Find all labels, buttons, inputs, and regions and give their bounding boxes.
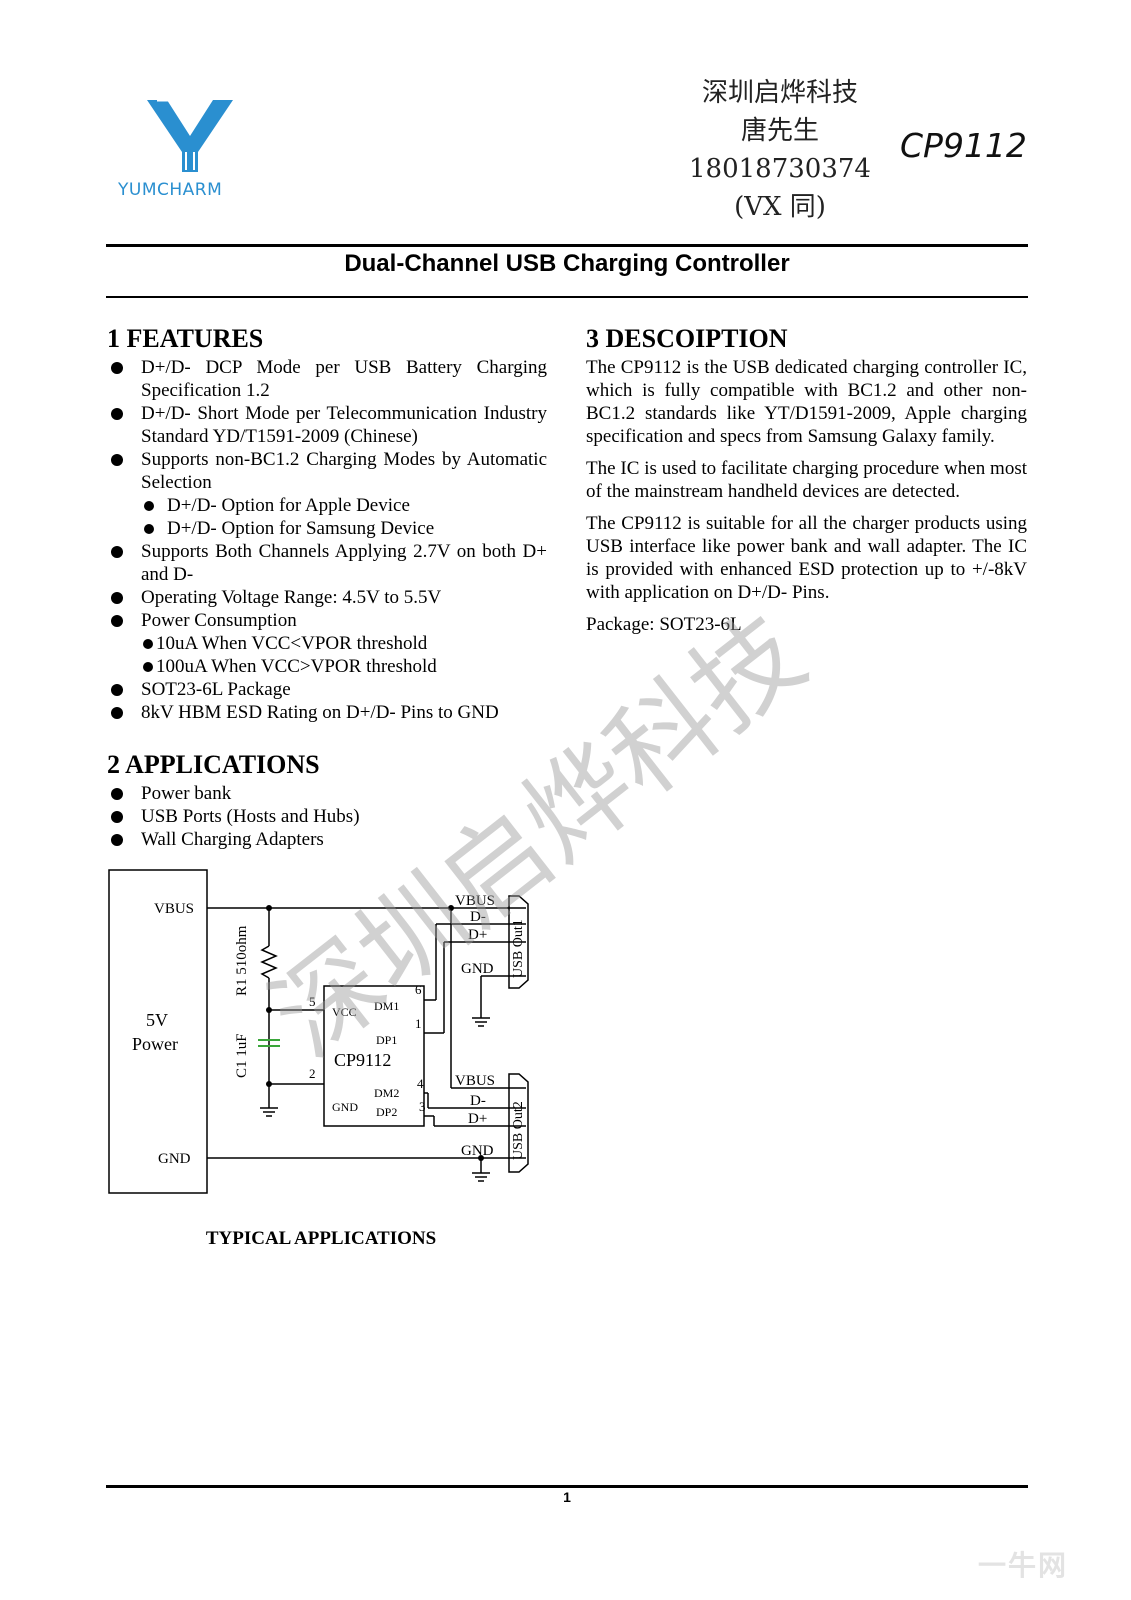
usb1-dplus-label: D+ [468,927,487,943]
logo-text: YUMCHARM [118,180,223,200]
typical-application-circuit: VBUS 5V Power GND R1 510ohm C1 1uF VCC D… [108,869,529,1194]
usb1-dminus-label: D- [470,909,486,925]
list-item: 10uA When VCC<VPOR threshold [107,632,547,655]
pin-6-number: 6 [415,982,422,997]
contact-phone: 18018730374 [689,154,871,184]
bullet-icon [111,788,123,800]
list-item: Power Consumption [107,609,547,632]
contact-person: 唐先生 [740,116,819,146]
capacitor-label: C1 1uF [234,1033,250,1078]
bullet-icon [111,811,123,823]
bullet-icon [111,684,123,696]
power-gnd-label: GND [158,1151,191,1167]
header-rule [106,244,1028,247]
list-item: Supports Both Channels Applying 2.7V on … [107,540,547,586]
pin-gnd-label: GND [332,1100,358,1114]
contact-wechat-note: (VX 同) [734,192,826,222]
usb1-vbus-label: VBUS [455,893,495,909]
usb2-gnd-label: GND [461,1143,494,1159]
contact-block: 深圳启烨科技 唐先生 18018730374 (VX 同) [660,74,900,226]
bullet-icon [111,592,123,604]
description-heading: 3 DESCOIPTION [586,324,788,353]
list-item: Wall Charging Adapters [107,828,547,851]
list-item: D+/D- DCP Mode per USB Battery Charging … [107,356,547,402]
page-number: 1 [563,1489,571,1505]
cp9112-chip [323,985,425,1127]
list-item: SOT23-6L Package [107,678,547,701]
bullet-icon [111,834,123,846]
list-item: D+/D- Option for Samsung Device [107,517,547,540]
usb-out1-connector [508,895,529,989]
yumcharm-logo-icon [147,98,233,172]
bullet-icon [143,662,153,672]
pin-dm1-label: DM1 [374,999,399,1013]
usb1-gnd-label: GND [461,961,494,977]
part-number: CP9112 [900,126,1027,165]
list-item: Operating Voltage Range: 4.5V to 5.5V [107,586,547,609]
power-label-power: Power [132,1034,178,1054]
pin-dm2-label: DM2 [374,1086,399,1100]
pin-vcc-label: VCC [332,1005,357,1019]
pin-3-number: 3 [419,1099,426,1114]
usb2-dplus-label: D+ [468,1111,487,1127]
features-heading: 1 FEATURES [107,324,264,353]
applications-heading: 2 APPLICATIONS [107,750,320,779]
pin-4-number: 4 [417,1076,424,1091]
company-name: 深圳启烨科技 [701,78,858,108]
capacitor-c1 [258,1039,280,1047]
pin-dp2-label: DP2 [376,1105,397,1119]
list-item: D+/D- Short Mode per Telecommunication I… [107,402,547,448]
description-paragraph: The CP9112 is suitable for all the charg… [586,513,1027,603]
pin-1-number: 1 [415,1016,422,1031]
title-rule [106,296,1028,298]
document-title: Dual-Channel USB Charging Controller [344,250,790,277]
power-vbus-label: VBUS [154,901,194,917]
list-item: D+/D- Option for Apple Device [107,494,547,517]
description-paragraph: The CP9112 is the USB dedicated charging… [586,357,1027,447]
bullet-icon [111,707,123,719]
package-line: Package: SOT23-6L [586,614,742,635]
features-list: D+/D- DCP Mode per USB Battery Charging … [107,356,547,724]
bullet-icon [144,524,154,534]
bullet-icon [144,501,154,511]
chip-label: CP9112 [334,1050,391,1070]
power-label-5v: 5V [146,1010,168,1030]
bullet-icon [111,362,123,374]
resistor-label: R1 510ohm [234,925,250,996]
bullet-icon [143,639,153,649]
applications-list: Power bank USB Ports (Hosts and Hubs) Wa… [107,782,547,851]
applications-section: 2 APPLICATIONS Power bank USB Ports (Hos… [107,750,547,851]
footer-rule [106,1485,1028,1488]
usb-out2-label: USB Out2 [511,1101,526,1160]
bullet-icon [111,546,123,558]
list-item: Supports non-BC1.2 Charging Modes by Aut… [107,448,547,494]
list-item: USB Ports (Hosts and Hubs) [107,805,547,828]
description-section: 3 DESCOIPTION The CP9112 is the USB dedi… [586,324,1027,645]
usb-out1-label: USB Out1 [511,919,526,978]
description-paragraph: The IC is used to facilitate charging pr… [586,458,1027,502]
pin-dp1-label: DP1 [376,1033,397,1047]
usb-out2-connector [508,1073,529,1173]
bullet-icon [111,408,123,420]
resistor-r1 [260,945,278,979]
list-item: 100uA When VCC>VPOR threshold [107,655,547,678]
usb2-dminus-label: D- [470,1093,486,1109]
power-source-box [108,869,208,1194]
pin-5-number: 5 [309,994,316,1009]
pin-2-number: 2 [309,1066,316,1081]
figure-caption: TYPICAL APPLICATIONS [205,1228,437,1249]
usb2-vbus-label: VBUS [455,1073,495,1089]
list-item: Power bank [107,782,547,805]
features-section: 1 FEATURES D+/D- DCP Mode per USB Batter… [107,324,547,724]
bullet-icon [111,454,123,466]
bullet-icon [111,615,123,627]
list-item: 8kV HBM ESD Rating on D+/D- Pins to GND [107,701,547,724]
corner-watermark: 一牛网 [978,1549,1069,1582]
